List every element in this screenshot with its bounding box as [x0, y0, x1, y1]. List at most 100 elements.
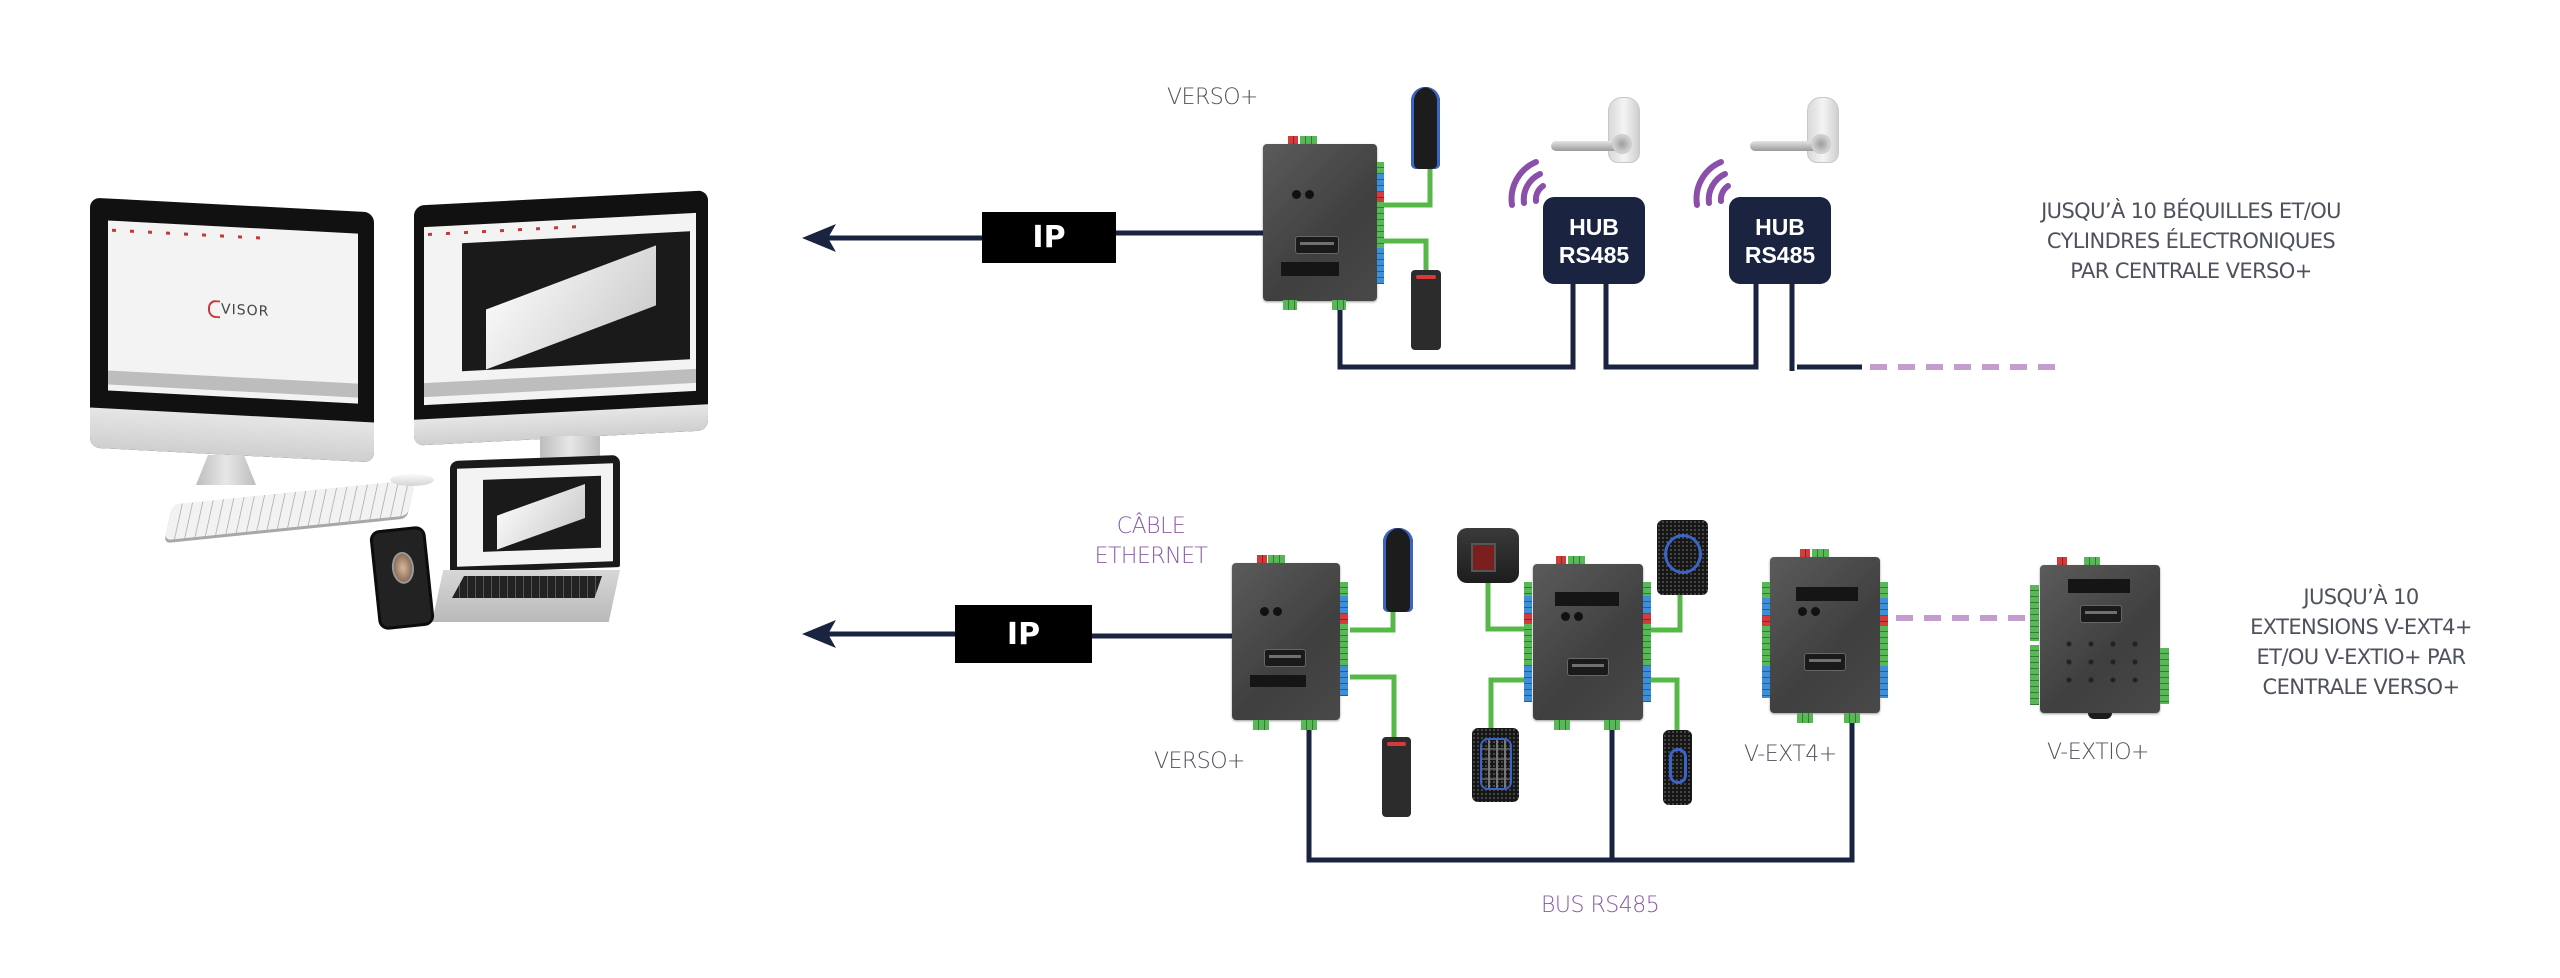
- smartphone: [368, 525, 436, 631]
- status-led: [1798, 607, 1807, 616]
- side-terminal: [1377, 162, 1384, 174]
- status-panel: [424, 368, 696, 398]
- status-led: [1561, 612, 1570, 621]
- top-terminal: [1568, 556, 1585, 565]
- vauban-logo-badge: [1295, 236, 1339, 254]
- side-terminal: [1340, 666, 1348, 696]
- hub-label-line1: HUB: [1569, 213, 1619, 240]
- top-ip-label: IP: [1032, 220, 1066, 255]
- side-terminal: [2030, 645, 2039, 705]
- card-reader-c: [1657, 520, 1708, 595]
- desktop-monitor-right: [414, 190, 708, 446]
- bus-terminal: [1844, 713, 1860, 723]
- side-terminal: [1340, 582, 1348, 596]
- note-line: PAR CENTRALE VERSO+: [2070, 259, 2312, 283]
- bottom-terminal: [1283, 300, 1297, 310]
- status-led: [1273, 607, 1282, 616]
- side-terminal: [1377, 202, 1384, 248]
- bottom-ip-arrow-head: [802, 620, 836, 648]
- vauban-logo-badge: [2080, 605, 2122, 623]
- hub-rs485-1: HUB RS485: [1543, 197, 1645, 284]
- cable-label-line: CÂBLE: [1116, 514, 1186, 539]
- serial-plate: [1796, 587, 1858, 601]
- note-line: CENTRALE VERSO+: [2262, 675, 2461, 699]
- hub-label-line2: RS485: [1558, 241, 1630, 268]
- bus-terminal: [1301, 720, 1317, 730]
- status-led: [1260, 607, 1269, 616]
- extension-label: V-EXT4+: [1744, 742, 1837, 767]
- side-terminal: [1762, 598, 1770, 616]
- card-reader-d: [1663, 730, 1692, 805]
- top-terminal: [1812, 549, 1829, 558]
- top-ip-arrow-head: [802, 224, 836, 252]
- ctrl2-reader-d-wire: [1650, 677, 1680, 730]
- mouse: [390, 474, 434, 486]
- side-terminal: [1880, 616, 1888, 626]
- vauban-logo-badge: [1264, 649, 1306, 667]
- note-line: CYLINDRES ÉLECTRONIQUES: [2046, 229, 2336, 253]
- ctrl2-keypad-wire: [1488, 677, 1526, 728]
- bus-terminal: [1604, 720, 1620, 730]
- ctrl1-reader-a-wire: [1350, 612, 1396, 633]
- vauban-logo-badge: [1804, 653, 1846, 671]
- power-terminal: [1800, 549, 1810, 558]
- side-terminal: [1643, 582, 1651, 596]
- side-terminal: [1880, 582, 1888, 598]
- serial-plate: [1555, 592, 1619, 606]
- serial-plate: [1250, 675, 1306, 687]
- side-terminal: [1643, 624, 1651, 666]
- side-terminal: [1340, 624, 1348, 666]
- top-bus-line-2: [1603, 283, 1759, 370]
- top-controller-label: VERSO+: [1167, 85, 1258, 110]
- controller-body: [1263, 144, 1377, 301]
- laptop-keyboard: [452, 576, 602, 598]
- bus-rs485-label: BUS RS485: [1541, 893, 1660, 918]
- bottom-ip-label: IP: [1006, 616, 1041, 652]
- monitor-screen-3d-plan: [424, 212, 696, 406]
- top-ip-box: IP: [982, 212, 1116, 263]
- status-led: [1305, 190, 1314, 199]
- card-reader-a: [1383, 528, 1413, 612]
- top-terminal: [2084, 557, 2100, 566]
- io-led-grid: [2058, 635, 2144, 695]
- note-line: ET/OU V-EXTIO+ PAR: [2256, 645, 2466, 669]
- ctrl2-bio-wire: [1485, 583, 1526, 632]
- wifi-icon-1: [1508, 159, 1546, 208]
- controller-body: [1232, 563, 1340, 720]
- biometric-reader: [1457, 528, 1519, 583]
- monitor-left-stand: [196, 455, 256, 485]
- side-terminal: [1643, 596, 1651, 614]
- laptop-screen-3d-plan: [457, 463, 613, 567]
- top-terminal: [1300, 136, 1317, 145]
- bottom-terminal: [1253, 720, 1269, 730]
- cable-label-line: ETHERNET: [1094, 544, 1208, 569]
- side-terminal: [1340, 614, 1348, 624]
- side-terminal: [1880, 626, 1888, 666]
- reader-ring-icon: [1664, 534, 1702, 574]
- 3d-building-model: [486, 245, 656, 370]
- top-card-reader-2: [1411, 270, 1441, 350]
- power-terminal: [1556, 556, 1566, 565]
- toolbar-icons: [428, 224, 588, 236]
- keypad-reader: [1472, 728, 1519, 802]
- side-terminal: [1762, 626, 1770, 666]
- handle-lever: [1551, 141, 1623, 151]
- power-terminal: [1257, 555, 1267, 564]
- side-terminal: [1762, 666, 1770, 698]
- top-reader2-wire: [1382, 238, 1429, 272]
- side-terminal: [1340, 596, 1348, 614]
- visor-logo-text: VISOR: [221, 301, 270, 320]
- handle-lever: [1750, 141, 1822, 151]
- bottom-terminal: [1554, 720, 1570, 730]
- serial-plate: [1281, 262, 1339, 276]
- bottom-bus-line: [1306, 716, 1855, 863]
- extio-connector: [2088, 713, 2112, 719]
- status-led: [1574, 612, 1583, 621]
- side-terminal: [2030, 585, 2039, 641]
- extio-body: [2040, 565, 2160, 713]
- top-bus-line-1: [1337, 283, 1576, 370]
- side-terminal: [1377, 192, 1384, 202]
- bus-terminal: [1332, 300, 1346, 310]
- handle-rose: [1811, 134, 1831, 154]
